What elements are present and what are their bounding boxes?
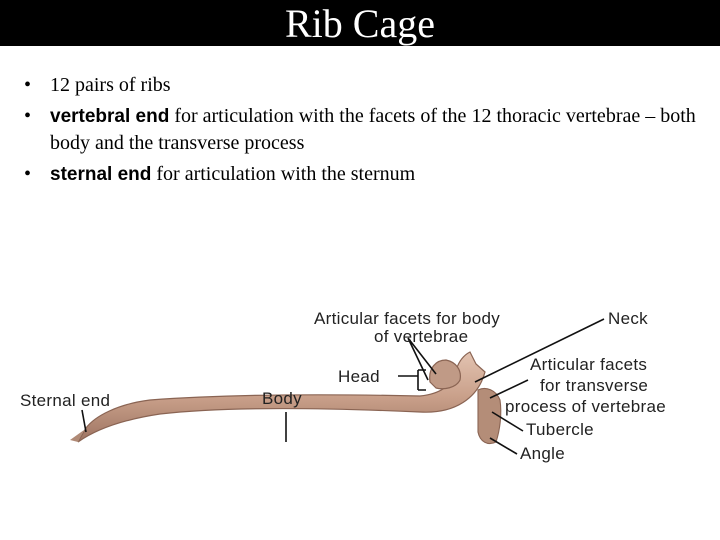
bullet-symbol: • — [24, 161, 31, 188]
bullet-text: for articulation with the sternum — [151, 163, 415, 185]
bullet-list: • 12 pairs of ribs • vertebral end for art… — [24, 72, 704, 192]
bullet-item: •vertebral end for articulation with the… — [24, 103, 704, 157]
label-articular-facets-transverse-1: Articular facets — [530, 355, 647, 374]
bullet-item: • sternal end for articulation with the s… — [24, 161, 704, 188]
label-neck: Neck — [608, 309, 648, 328]
label-articular-facets-transverse-3: process of vertebrae — [505, 397, 666, 416]
label-tubercle: Tubercle — [526, 420, 594, 439]
leader-head — [398, 370, 426, 390]
label-sternal-end: Sternal end — [20, 391, 110, 410]
label-body: Body — [262, 389, 302, 408]
rib-diagram: Articular facets for body of vertebrae N… — [0, 290, 720, 490]
bullet-term: vertebral end — [50, 106, 169, 127]
leader-articular-transverse — [490, 380, 528, 398]
leader-angle — [490, 438, 517, 454]
bullet-text: 12 pairs of ribs — [50, 74, 171, 96]
rib-head-shape — [430, 360, 461, 389]
leader-sternal-end — [82, 410, 86, 432]
label-articular-facets-transverse-2: for transverse — [540, 376, 648, 395]
bullet-term: sternal end — [50, 164, 151, 185]
bullet-symbol: • — [24, 103, 31, 130]
label-angle: Angle — [520, 444, 565, 463]
bullet-item: • 12 pairs of ribs — [24, 72, 704, 99]
label-articular-facets-body-2: of vertebrae — [374, 327, 468, 346]
label-head: Head — [338, 367, 380, 386]
bullet-symbol: • — [24, 72, 31, 99]
slide-title: Rib Cage — [0, 2, 720, 46]
label-articular-facets-body-1: Articular facets for body — [314, 309, 500, 328]
